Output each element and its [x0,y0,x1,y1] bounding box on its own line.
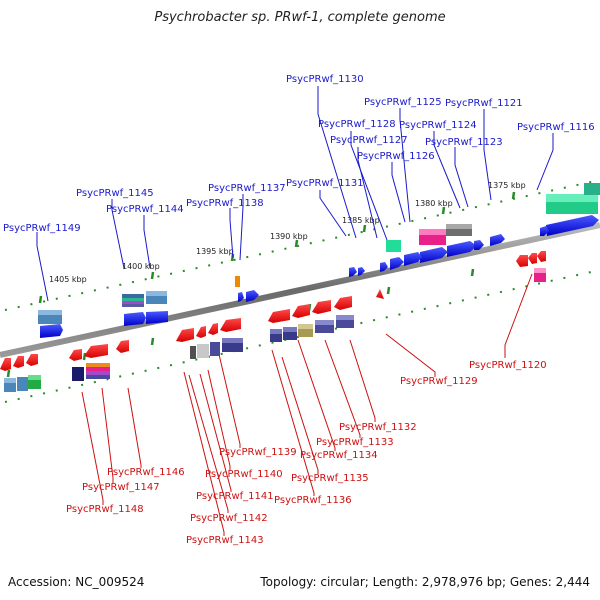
gene-label[interactable]: PsycPRwf_1138 [186,198,264,209]
gene-label[interactable]: PsycPRwf_1124 [399,120,477,131]
gene-arrow[interactable] [176,328,194,342]
gene-label[interactable]: PsycPRwf_1120 [469,360,547,371]
tick-label: 1380 kbp [415,199,453,208]
gene-arrow[interactable] [220,318,241,332]
genome-summary-text: Topology: circular; Length: 2,978,976 bp… [260,575,590,589]
gene-arrow[interactable] [334,296,352,310]
gene-arrow[interactable] [13,356,24,368]
tick-1390: 1390 kbp [270,232,308,248]
gene-label[interactable]: PsycPRwf_1131 [286,178,364,189]
gene-label[interactable]: PsycPRwf_1126 [357,151,435,162]
gene-label[interactable]: PsycPRwf_1140 [205,469,283,480]
gene-arrow[interactable] [146,311,168,324]
gene-arrow[interactable] [116,340,129,353]
gene-arrow[interactable] [358,267,365,276]
tick-1395: 1395 kbp [196,247,235,262]
gene-arrow[interactable] [380,262,388,272]
gene-label[interactable]: PsycPRwf_1145 [76,188,154,199]
gene-label[interactable]: PsycPRwf_1116 [517,122,595,133]
gene-arrow[interactable] [84,344,108,358]
tick-label: 1405 kbp [49,275,87,284]
gene-label[interactable]: PsycPRwf_1148 [66,504,144,515]
gene-arrow[interactable] [404,252,422,266]
gene-label[interactable]: PsycPRwf_1133 [316,437,394,448]
tick-label: 1385 kbp [342,216,380,225]
gene-arrow[interactable] [420,247,448,263]
gene-label[interactable]: PsycPRwf_1141 [196,491,274,502]
gene-arrow[interactable] [208,323,218,335]
upper-leader-lines [36,86,554,302]
gene-arrow[interactable] [40,324,63,338]
gene-arrow[interactable] [292,304,310,318]
tick-label: 1395 kbp [196,247,234,256]
gene-arrow[interactable] [528,253,537,264]
lower-gene-labels: PsycPRwf_1120 PsycPRwf_1129 PsycPRwf_113… [66,360,547,546]
accession-text: Accession: NC_009524 [8,575,145,589]
gene-label[interactable]: PsycPRwf_1132 [339,422,417,433]
gene-label[interactable]: PsycPRwf_1123 [425,137,503,148]
tick-1375: 1375 kbp [488,181,526,200]
gene-label[interactable]: PsycPRwf_1128 [318,119,396,130]
gene-arrow[interactable] [26,354,38,366]
gene-label[interactable]: PsycPRwf_1130 [286,74,364,85]
tick-1385: 1385 kbp [342,216,380,233]
gene-arrow[interactable] [537,251,546,262]
gene-arrow[interactable] [312,300,331,314]
tick-1405: 1405 kbp [38,275,87,304]
upper-gene-labels: PsycPRwf_1130 PsycPRwf_1125 PsycPRwf_112… [3,74,595,234]
gene-arrow[interactable] [238,292,244,302]
gene-arrow[interactable] [490,234,505,246]
gene-label[interactable]: PsycPRwf_1127 [330,135,408,146]
gene-arrow[interactable] [196,326,206,338]
gene-label[interactable]: PsycPRwf_1135 [291,473,369,484]
gene-label[interactable]: PsycPRwf_1136 [274,495,352,506]
scale-ticks: 1375 kbp 1380 kbp 1385 kbp 1390 kbp 1395… [6,181,526,378]
upper-dotted-track [4,179,600,311]
gene-arrow[interactable] [376,289,384,299]
tick-label: 1390 kbp [270,232,308,241]
gene-label[interactable]: PsycPRwf_1139 [219,447,297,458]
gene-label[interactable]: PsycPRwf_1144 [106,204,184,215]
tick-1400: 1400 kbp [122,262,160,280]
reverse-genes [0,251,546,371]
gene-label[interactable]: PsycPRwf_1143 [186,535,264,546]
gene-label[interactable]: PsycPRwf_1149 [3,223,81,234]
gene-arrow[interactable] [516,255,528,267]
map-title: Psychrobacter sp. PRwf-1, complete genom… [154,10,446,25]
tick-1380: 1380 kbp [415,199,453,215]
gene-arrow[interactable] [0,358,11,371]
gene-arrow[interactable] [546,215,599,236]
gene-arrow[interactable] [124,312,146,326]
gene-label[interactable]: PsycPRwf_1121 [445,98,523,109]
gene-label[interactable]: PsycPRwf_1137 [208,183,286,194]
gene-arrow[interactable] [390,257,404,270]
gene-label[interactable]: PsycPRwf_1129 [400,376,478,387]
gene-label[interactable]: PsycPRwf_1125 [364,97,442,108]
gene-arrow[interactable] [474,240,484,250]
lower-feature-boxes [4,315,354,392]
gene-label[interactable]: PsycPRwf_1142 [190,513,268,524]
gene-label[interactable]: PsycPRwf_1147 [82,482,160,493]
upper-feature-boxes [38,183,600,324]
gene-arrow[interactable] [447,241,477,257]
gene-arrow[interactable] [349,267,357,277]
forward-genes [40,215,599,338]
gene-arrow[interactable] [246,290,259,302]
tick-label: 1375 kbp [488,181,526,190]
lower-dotted-track [4,269,600,403]
tick-label: 1400 kbp [122,262,160,271]
lower-leader-lines [81,273,533,536]
gene-arrow[interactable] [268,309,290,323]
gene-arrow[interactable] [69,349,82,361]
gene-label[interactable]: PsycPRwf_1146 [107,467,185,478]
genome-backbone [0,222,600,358]
gene-label[interactable]: PsycPRwf_1134 [300,450,378,461]
gene-arrow[interactable] [540,226,549,236]
